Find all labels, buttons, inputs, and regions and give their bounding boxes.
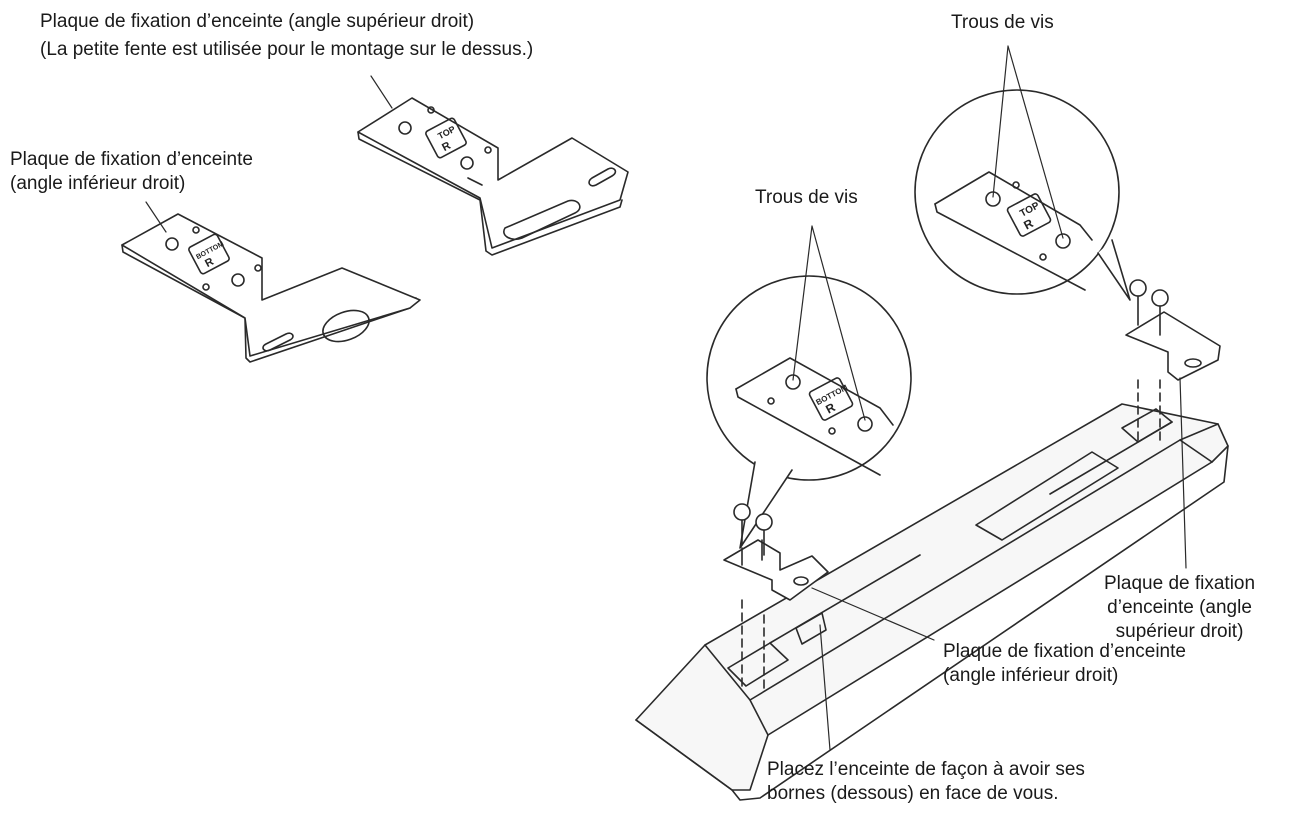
label-bottom-plate-loose-line2: (angle inférieur droit) — [10, 173, 186, 194]
label-screw-holes-right: Trous de vis — [951, 12, 1054, 33]
label-top-plate-mounted: Plaque de fixation d’enceinte (angle sup… — [1104, 572, 1255, 644]
label-bottom-plate-mounted-line1: Plaque de fixation d’enceinte — [943, 641, 1186, 662]
mounted-bottom-plate — [723, 503, 829, 691]
speaker-bar — [635, 403, 1229, 801]
label-screw-holes-left: Trous de vis — [755, 187, 858, 208]
label-bottom-plate-loose-line1: Plaque de fixation d’enceinte — [10, 149, 253, 170]
loose-bottom-plate — [121, 213, 421, 363]
label-top-plate-loose-line1: Plaque de fixation d’enceinte (angle sup… — [40, 11, 475, 32]
leader-lines — [145, 45, 1187, 751]
label-bottom-plate-mounted-line2: (angle inférieur droit) — [943, 665, 1119, 686]
label-placement-note-line1: Placez l’enceinte de façon à avoir ses — [767, 759, 1085, 780]
magnifier-bottom-left — [706, 275, 912, 549]
label-placement-note-line2: bornes (dessous) en face de vous. — [767, 783, 1059, 804]
label-top-plate-loose-line2: (La petite fente est utilisée pour le mo… — [40, 39, 534, 60]
loose-top-plate — [357, 97, 629, 256]
magnifier-top-right — [914, 89, 1131, 301]
label-placement-note: Placez l’enceinte de façon à avoir ses b… — [767, 758, 1085, 806]
label-top-plate-mounted-line2: d’enceinte (angle — [1107, 597, 1252, 618]
label-bottom-plate-loose: Plaque de fixation d’enceinte (angle inf… — [10, 148, 253, 196]
mounted-top-plate — [1125, 279, 1221, 441]
label-top-plate-mounted-line3: supérieur droit) — [1115, 621, 1244, 642]
label-top-plate-mounted-line1: Plaque de fixation — [1104, 573, 1256, 594]
label-top-plate-loose: Plaque de fixation d’enceinte (angle sup… — [40, 10, 533, 62]
label-bottom-plate-mounted: Plaque de fixation d’enceinte (angle inf… — [943, 640, 1186, 688]
